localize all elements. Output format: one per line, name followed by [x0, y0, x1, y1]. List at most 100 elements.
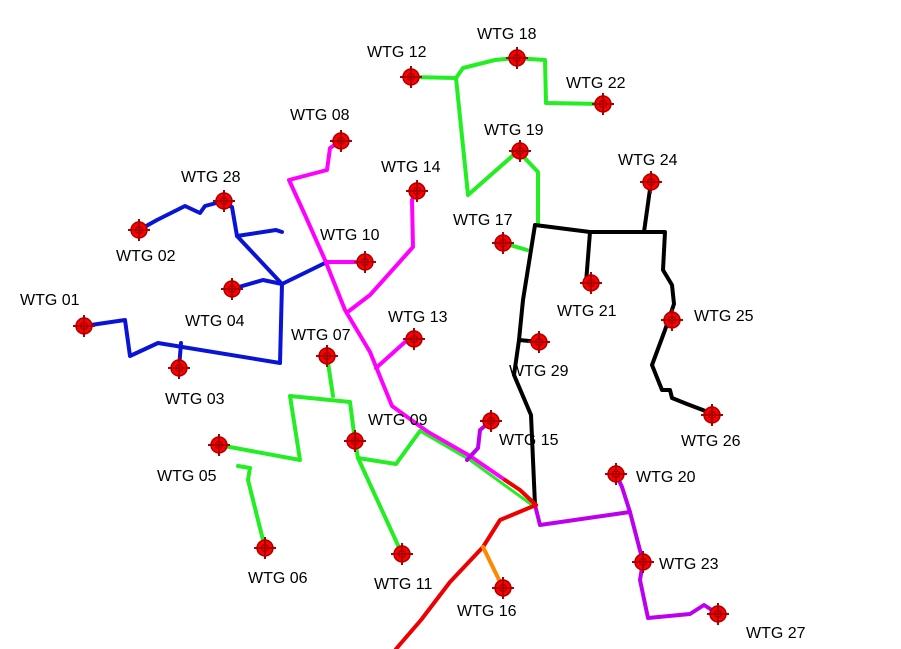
turbine-label-wtg-09: WTG 09 — [368, 412, 428, 429]
feeder-blue-branch-02 — [235, 228, 284, 238]
crosshair-center — [713, 609, 723, 619]
crosshair-center — [486, 416, 496, 426]
crosshair-center — [219, 196, 229, 206]
crosshair-center — [322, 351, 332, 361]
turbine-label-wtg-27: WTG 27 — [746, 625, 806, 642]
feeder-black-branch-21 — [584, 230, 592, 285]
crosshair-center — [214, 440, 224, 450]
turbine-marker-wtg-28 — [213, 190, 235, 212]
turbine-marker-wtg-19 — [509, 140, 531, 162]
turbine-marker-wtg-08 — [330, 130, 352, 152]
turbine-label-wtg-04: WTG 04 — [185, 313, 245, 330]
crosshair-center — [611, 469, 621, 479]
turbine-label-wtg-07: WTG 07 — [291, 327, 351, 344]
turbine-marker-wtg-25 — [661, 309, 683, 331]
crosshair-center — [134, 225, 144, 235]
turbine-label-wtg-24: WTG 24 — [618, 152, 678, 169]
feeder-green-cable — [217, 394, 422, 466]
turbine-label-wtg-15: WTG 15 — [499, 432, 559, 449]
turbine-marker-wtg-24 — [640, 171, 662, 193]
turbine-marker-wtg-29 — [528, 331, 550, 353]
crosshair-center — [260, 543, 270, 553]
turbine-label-wtg-28: WTG 28 — [181, 169, 241, 186]
crosshair-center — [498, 238, 508, 248]
crosshair-center — [534, 337, 544, 347]
crosshair-center — [406, 72, 416, 82]
feeder-green-top-cable — [409, 56, 605, 106]
turbine-marker-wtg-09 — [344, 430, 366, 452]
feeder-green-branch-09 — [418, 429, 534, 507]
feeder-purple-cable — [533, 503, 720, 620]
turbine-label-wtg-16: WTG 16 — [457, 603, 517, 620]
crosshair-center — [515, 146, 525, 156]
turbine-marker-wtg-02 — [128, 219, 150, 241]
feeder-red-cable — [394, 503, 538, 649]
feeder-green-branch-06 — [236, 464, 267, 550]
crosshair-center — [598, 99, 608, 109]
crosshair-center — [638, 557, 648, 567]
turbine-marker-wtg-06 — [254, 537, 276, 559]
turbine-label-wtg-22: WTG 22 — [566, 75, 626, 92]
crosshair-center — [79, 321, 89, 331]
turbine-marker-wtg-13 — [403, 328, 425, 350]
turbine-marker-wtg-26 — [701, 404, 723, 426]
feeder-magenta-cable — [287, 139, 507, 482]
turbine-label-wtg-26: WTG 26 — [681, 433, 741, 450]
crosshair-center — [336, 136, 346, 146]
turbine-label-wtg-01: WTG 01 — [20, 292, 80, 309]
crosshair-center — [586, 278, 596, 288]
turbine-label-wtg-20: WTG 20 — [636, 469, 696, 486]
turbine-label-wtg-19: WTG 19 — [484, 122, 544, 139]
turbine-label-wtg-11: WTG 11 — [374, 576, 432, 593]
feeder-blue-cable — [82, 200, 284, 365]
turbine-label-wtg-17: WTG 17 — [453, 212, 513, 229]
turbine-label-wtg-25: WTG 25 — [694, 308, 754, 325]
turbine-label-wtg-06: WTG 06 — [248, 570, 308, 587]
turbine-marker-wtg-23 — [632, 551, 654, 573]
turbine-label-wtg-03: WTG 03 — [165, 391, 225, 408]
turbine-label-wtg-23: WTG 23 — [659, 556, 719, 573]
turbine-marker-wtg-20 — [605, 463, 627, 485]
turbine-marker-wtg-01 — [73, 315, 95, 337]
turbine-marker-wtg-04 — [221, 278, 243, 300]
crosshair-center — [498, 583, 508, 593]
turbine-marker-wtg-14 — [406, 180, 428, 202]
turbine-label-wtg-12: WTG 12 — [367, 44, 427, 61]
crosshair-center — [174, 363, 184, 373]
crosshair-center — [512, 53, 522, 63]
turbine-marker-wtg-03 — [168, 357, 190, 379]
turbine-marker-wtg-18 — [506, 47, 528, 69]
turbine-marker-wtg-10 — [354, 251, 376, 273]
turbine-marker-wtg-21 — [580, 272, 602, 294]
feeder-green-branch-11 — [356, 456, 404, 556]
crosshair-center — [350, 436, 360, 446]
turbine-label-wtg-08: WTG 08 — [290, 107, 350, 124]
turbine-markers: WTG 01 WTG 02 WTG 03 WTG 04 WTG 05 WTG 06 WTG … — [20, 26, 806, 642]
feeder-blue-branch-04 — [230, 260, 329, 291]
crosshair-center — [397, 549, 407, 559]
turbine-label-wtg-29: WTG 29 — [509, 363, 569, 380]
turbine-label-wtg-02: WTG 02 — [116, 248, 176, 265]
crosshair-center — [227, 284, 237, 294]
crosshair-center — [646, 177, 656, 187]
crosshair-center — [707, 410, 717, 420]
turbine-label-wtg-18: WTG 18 — [477, 26, 537, 43]
turbine-label-wtg-13: WTG 13 — [388, 309, 448, 326]
turbine-marker-wtg-27 — [707, 603, 729, 625]
turbine-marker-wtg-15 — [480, 410, 502, 432]
feeder-red-stub — [503, 478, 538, 507]
turbine-label-wtg-10: WTG 10 — [320, 227, 380, 244]
crosshair-center — [360, 257, 370, 267]
turbine-marker-wtg-11 — [391, 543, 413, 565]
crosshair-center — [667, 315, 677, 325]
turbine-label-wtg-05: WTG 05 — [157, 468, 217, 485]
turbine-label-wtg-21: WTG 21 — [557, 303, 617, 320]
turbine-marker-wtg-22 — [592, 93, 614, 115]
turbine-marker-wtg-07 — [316, 345, 338, 367]
turbine-marker-wtg-16 — [492, 577, 514, 599]
turbine-label-wtg-14: WTG 14 — [381, 159, 441, 176]
turbine-marker-wtg-17 — [492, 232, 514, 254]
turbine-marker-wtg-12 — [400, 66, 422, 88]
